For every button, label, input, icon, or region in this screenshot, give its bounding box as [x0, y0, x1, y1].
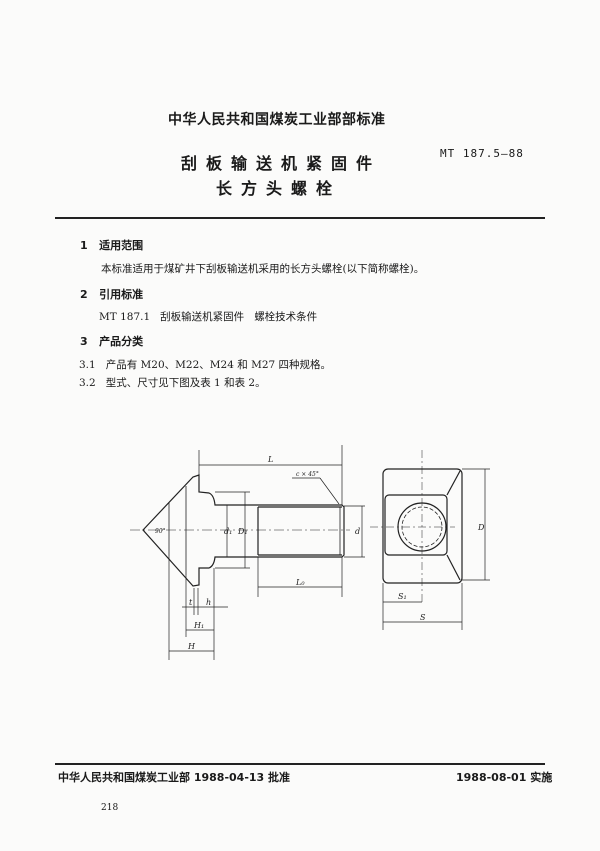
reference-title: 刮板输送机紧固件 — [160, 311, 245, 323]
clause-text: 产品有 M20、M22、M24 和 M27 四种规格。 — [105, 359, 332, 371]
section-number: 3 — [80, 335, 88, 348]
section-2-heading: 2 引用标准 — [80, 286, 143, 302]
label-L0: L₀ — [295, 578, 305, 587]
bolt-head-end-view — [370, 450, 463, 605]
clause-3-1: 3.1 产品有 M20、M22、M24 和 M27 四种规格。 — [79, 357, 331, 372]
label-H1: H₁ — [193, 621, 204, 630]
label-D: D — [477, 523, 485, 532]
label-D1: D₁ — [237, 527, 248, 536]
section-number: 2 — [80, 288, 88, 301]
clause-number: 3.2 — [79, 377, 96, 389]
reference-standard: MT 187.1 刮板输送机紧固件 螺栓技术条件 — [99, 309, 317, 324]
clause-number: 3.1 — [79, 359, 96, 371]
label-h: h — [206, 598, 211, 607]
label-S: S — [420, 613, 426, 622]
reference-subtitle: 螺栓技术条件 — [254, 311, 318, 323]
label-S1: S₁ — [398, 592, 407, 601]
label-H: H — [187, 642, 196, 651]
page-number: 218 — [101, 803, 119, 813]
implementation-date: 1988-08-01 实施 — [456, 771, 553, 784]
section-number: 1 — [80, 239, 88, 252]
header-rule — [55, 217, 545, 219]
clause-text: 型式、尺寸见下图及表 1 和表 2。 — [105, 377, 266, 389]
issuer: 中华人民共和国煤炭工业部部标准 — [168, 112, 386, 128]
bolt-side-view — [130, 474, 350, 587]
title-line2: 长方头螺栓 — [216, 179, 342, 198]
section-title: 适用范围 — [99, 239, 144, 252]
approval-statement: 中华人民共和国煤炭工业部 1988-04-13 批准 — [58, 771, 291, 784]
reference-code: MT 187.1 — [99, 311, 151, 323]
section-3-heading: 3 产品分类 — [80, 333, 143, 349]
label-d1: d₁ — [224, 527, 232, 536]
end-view-dimensions — [382, 468, 490, 630]
section-title: 产品分类 — [99, 335, 144, 348]
section-title: 引用标准 — [99, 288, 144, 301]
standard-code: MT 187.5—88 — [440, 147, 524, 160]
clause-3-2: 3.2 型式、尺寸见下图及表 1 和表 2。 — [79, 375, 266, 390]
section-1-text: 本标准适用于煤矿井下刮板输送机采用的长方头螺栓(以下简称螺栓)。 — [101, 263, 425, 275]
label-L: L — [267, 455, 273, 464]
label-d: d — [355, 527, 360, 536]
label-t: t — [189, 598, 193, 607]
label-angle: 90° — [155, 528, 166, 535]
dimension-lines — [168, 445, 365, 660]
footer-rule — [55, 763, 545, 765]
title-line1: 刮板输送机紧固件 — [181, 154, 382, 173]
label-chamfer: c × 45° — [296, 471, 319, 478]
section-1-heading: 1 适用范围 — [80, 237, 143, 253]
